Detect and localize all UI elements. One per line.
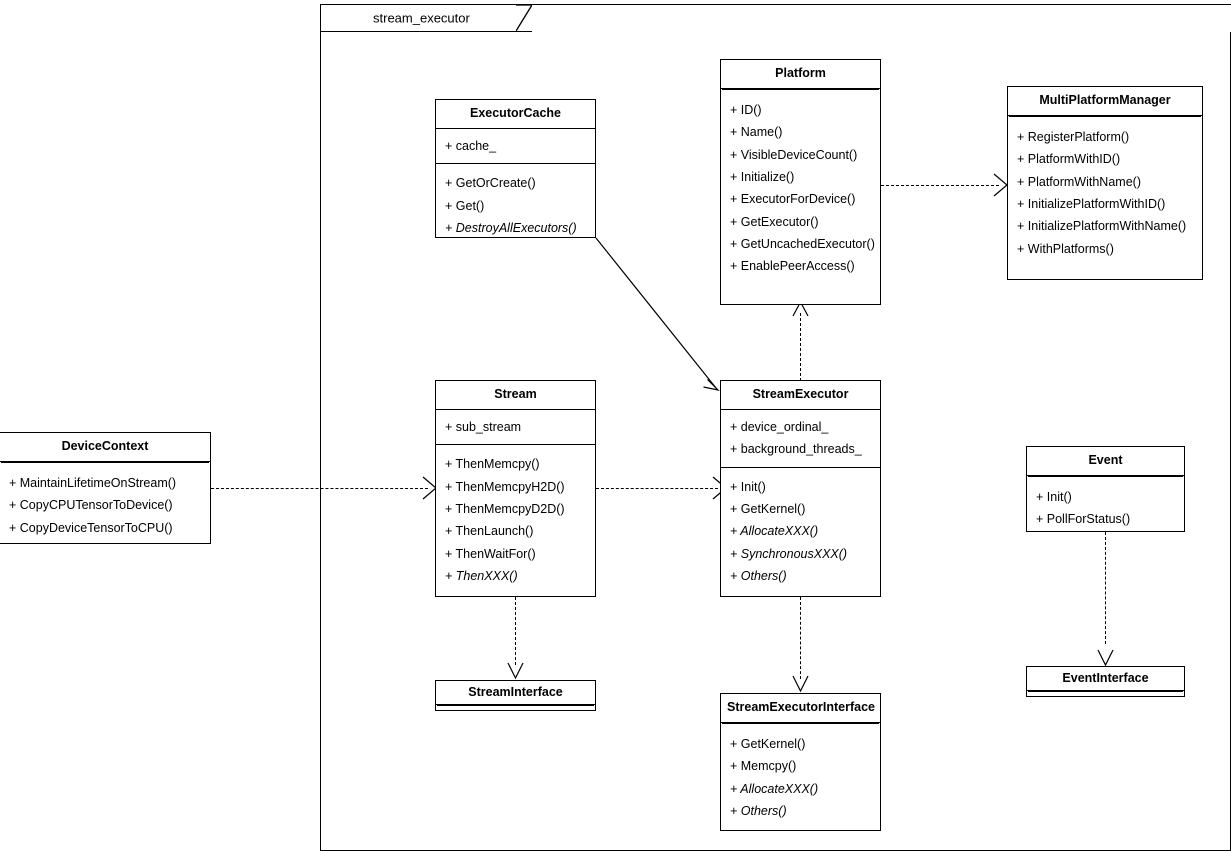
class-event-interface[interactable]: EventInterface [1026,666,1185,697]
method-row: + Initialize() [730,169,795,184]
method-row: + InitializePlatformWithID() [1017,196,1166,211]
class-platform[interactable]: Platform + ID() + Name() + VisibleDevice… [720,59,881,305]
method-row: + ThenWaitFor() [445,546,536,561]
method-row: + EnablePeerAccess() [730,259,855,274]
method-row: + MaintainLifetimeOnStream() [9,475,177,490]
empty-compartment [436,705,595,710]
method-row: + ThenMemcpyH2D() [445,479,565,494]
connector-stream-to-stream-interface-arrow [507,662,524,680]
connector-stream-executor-to-sei-line [800,597,801,679]
method-row: + PollForStatus() [1036,512,1131,527]
method-row: + PlatformWithName() [1017,174,1141,189]
class-device-context[interactable]: DeviceContext + MaintainLifetimeOnStream… [0,432,211,544]
methods-compartment: + Init() + PollForStatus() [1027,476,1184,539]
class-stream-interface[interactable]: StreamInterface [435,680,596,711]
method-row: + GetUncachedExecutor() [730,237,875,251]
method-row: + DestroyAllExecutors() [445,220,577,235]
methods-compartment: + GetOrCreate() + Get() + DestroyAllExec… [436,164,595,247]
package-tab: stream_executor [320,4,532,32]
methods-compartment: + Init() + GetKernel() + AllocateXXX() +… [721,468,880,596]
methods-compartment: + RegisterPlatform() + PlatformWithID() … [1008,116,1202,268]
methods-compartment: + ThenMemcpy() + ThenMemcpyH2D() + ThenM… [436,445,595,595]
attributes-compartment: + sub_stream [436,410,595,446]
attribute-row: + sub_stream [445,419,522,434]
method-row: + RegisterPlatform() [1017,129,1130,144]
class-stream-executor-interface[interactable]: StreamExecutorInterface + GetKernel() + … [720,693,881,831]
class-multi-platform-manager[interactable]: MultiPlatformManager + RegisterPlatform(… [1007,86,1203,280]
connector-stream-to-stream-interface-line [515,597,516,665]
attribute-row: + background_threads_ [730,442,862,457]
class-title: StreamExecutor [721,381,880,410]
connector-event-to-event-interface-line [1105,532,1106,644]
methods-compartment: + GetKernel() + Memcpy() + AllocateXXX()… [721,723,880,831]
method-row: + ID() [730,102,762,117]
class-event[interactable]: Event + Init() + PollForStatus() [1026,446,1185,532]
method-row: + GetOrCreate() [445,176,536,191]
package-label: stream_executor [373,10,470,26]
package-top-edge [532,4,1231,5]
method-row: + Others() [730,803,787,818]
method-row: + ThenMemcpy() [445,457,540,472]
connector-stream-to-stream-executor-line [596,488,718,489]
method-row: + Others() [730,569,787,583]
class-title: StreamInterface [436,681,595,705]
method-row: + Name() [730,125,783,140]
class-title: Stream [436,381,595,410]
method-row: + ThenLaunch() [445,524,534,539]
class-executor-cache[interactable]: ExecutorCache + cache_ + GetOrCreate() +… [435,99,596,238]
connector-platform-to-mpm-line [881,185,999,186]
class-title: StreamExecutorInterface [721,694,880,723]
method-row: + GetKernel() [730,501,806,516]
class-title: MultiPlatformManager [1008,87,1202,116]
method-row: + AllocateXXX() [730,781,819,796]
method-row: + GetKernel() [730,736,806,751]
method-row: + AllocateXXX() [730,524,819,539]
connector-stream-executor-to-platform-line [800,313,801,381]
attribute-row: + device_ordinal_ [730,419,829,434]
method-row: + CopyCPUTensorToDevice() [9,498,173,513]
method-row: + PlatformWithID() [1017,152,1121,167]
package-tab-corner-icon [516,5,532,31]
method-row: + Get() [445,198,485,213]
connector-event-to-event-interface-arrow [1097,649,1114,667]
method-row: + Memcpy() [730,759,797,774]
class-stream-executor[interactable]: StreamExecutor + device_ordinal_ + backg… [720,380,881,597]
method-row: + SynchronousXXX() [730,546,848,561]
method-row: + InitializePlatformWithName() [1017,219,1187,234]
class-title: ExecutorCache [436,100,595,129]
attributes-compartment: + device_ordinal_ + background_threads_ [721,410,880,468]
method-row: + Init() [730,479,766,494]
class-title: EventInterface [1027,667,1184,691]
class-stream[interactable]: Stream + sub_stream + ThenMemcpy() + The… [435,380,596,597]
method-row: + WithPlatforms() [1017,241,1114,256]
methods-compartment: + MaintainLifetimeOnStream() + CopyCPUTe… [0,462,210,547]
class-title: Event [1027,447,1184,476]
method-row: + ThenMemcpyD2D() [445,501,565,516]
method-row: + ExecutorForDevice() [730,192,856,207]
empty-compartment [1027,691,1184,696]
method-row: + ThenXXX() [445,569,518,583]
class-title: Platform [721,60,880,89]
method-row: + CopyDeviceTensorToCPU() [9,520,173,535]
methods-compartment: + ID() + Name() + VisibleDeviceCount() +… [721,89,880,286]
connector-device-context-to-stream-line [211,488,428,489]
attributes-compartment: + cache_ [436,129,595,165]
method-row: + GetExecutor() [730,214,819,229]
method-row: + Init() [1036,489,1072,504]
class-title: DeviceContext [0,433,210,462]
attribute-row: + cache_ [445,138,497,153]
connector-stream-executor-to-sei-arrow [792,675,809,693]
method-row: + VisibleDeviceCount() [730,147,858,162]
